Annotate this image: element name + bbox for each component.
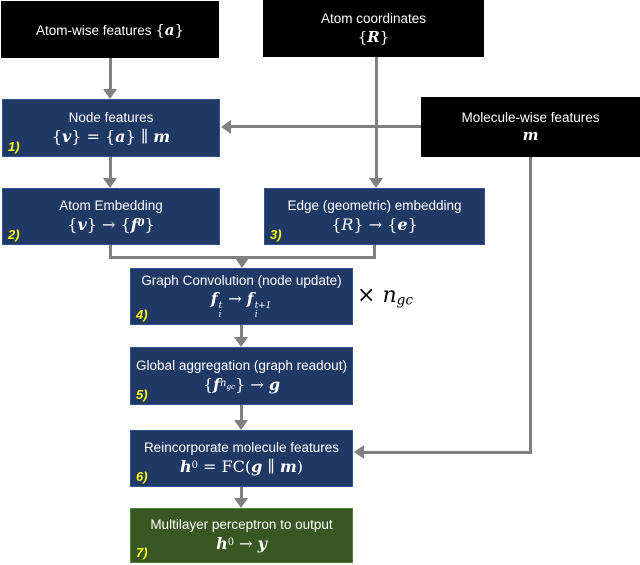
arrow-graphconvolution-to-aggregation-line <box>240 325 243 338</box>
arrow-molecule-to-nodefeatures-head <box>221 120 231 134</box>
arrow-aggregation-to-reincorporate-line <box>240 405 243 421</box>
merge-bracket-left-line <box>109 245 112 259</box>
atom-embedding-title: Atom Embedding <box>59 198 163 214</box>
global-aggregation-formula: {fngc} → g <box>202 374 281 394</box>
edge-embedding-title: Edge (geometric) embedding <box>287 198 462 214</box>
step-number-1: 1) <box>8 139 20 154</box>
arrow-atomfeatures-to-nodefeatures-head <box>103 89 117 99</box>
edge-embedding-formula: {R} → {e} <box>331 215 418 235</box>
node-features-title: Node features <box>68 109 154 125</box>
node-features-formula: {v} = {a} ∥ m <box>51 126 171 146</box>
arrow-graphconvolution-to-aggregation-head <box>234 337 248 347</box>
arrow-atomcoords-to-edgeembedding-head <box>369 178 383 188</box>
molecule-wise-features-formula: m <box>522 126 539 145</box>
gc-repeat-annotation: × ngc <box>357 283 413 309</box>
mlp-output-formula: h0 → y <box>216 534 267 554</box>
step-number-3: 3) <box>270 227 282 242</box>
graph-convolution-title: Graph Convolution (node update) <box>141 272 342 288</box>
mlp-output-box: Multilayer perceptron to output h0 → y 7… <box>130 508 353 563</box>
step-number-7: 7) <box>136 545 148 560</box>
step-number-4: 4) <box>136 307 148 322</box>
arrow-atomcoords-to-edgeembedding-line <box>375 57 378 179</box>
arrow-merge-to-graphconvolution-head <box>235 258 249 268</box>
step-number-6: 6) <box>136 469 148 484</box>
atom-wise-features-label: Atom-wise features {a} <box>35 20 185 39</box>
arrow-nodefeatures-to-atomembedding-line <box>109 157 112 179</box>
arrow-molecule-to-reincorporate-head <box>354 445 364 459</box>
arrow-reincorporate-to-mlp-head <box>234 498 248 508</box>
step-number-2: 2) <box>8 227 20 242</box>
atom-embedding-formula: {v} → {f0} <box>67 215 155 235</box>
mlp-output-title: Multilayer perceptron to output <box>150 517 333 533</box>
arrow-reincorporate-to-mlp-line <box>240 487 243 499</box>
molecule-wise-features-label: Molecule-wise features <box>461 109 600 125</box>
reincorporate-features-formula: h0 = FC(g ∥ m) <box>179 457 304 477</box>
arrow-atomfeatures-to-nodefeatures-line <box>109 58 112 90</box>
merge-bracket-right-line <box>373 245 376 259</box>
atom-coordinates-label: Atom coordinates <box>320 11 427 27</box>
arrow-aggregation-to-reincorporate-head <box>234 420 248 430</box>
arrow-molecule-to-reincorporate-horizontal-line <box>364 451 532 454</box>
reincorporate-features-box: Reincorporate molecule features h0 = FC(… <box>130 430 353 487</box>
edge-embedding-box: Edge (geometric) embedding {R} → {e} 3) <box>264 188 485 245</box>
global-aggregation-box: Global aggregation (graph readout) {fngc… <box>130 347 353 405</box>
atom-embedding-box: Atom Embedding {v} → {f0} 2) <box>2 188 220 245</box>
merge-bracket-horizontal-line <box>109 256 376 259</box>
global-aggregation-title: Global aggregation (graph readout) <box>136 357 347 373</box>
node-features-box: Node features {v} = {a} ∥ m 1) <box>2 99 220 157</box>
atom-wise-features-box: Atom-wise features {a} <box>1 1 219 58</box>
molecule-wise-features-box: Molecule-wise features m <box>421 97 640 157</box>
arrow-molecule-to-nodefeatures-line <box>230 125 421 128</box>
step-number-5: 5) <box>136 387 148 402</box>
atom-coordinates-box: Atom coordinates {R} <box>263 0 484 57</box>
arrow-molecule-to-reincorporate-vertical-line <box>529 157 532 454</box>
arrow-nodefeatures-to-atomembedding-head <box>103 178 117 188</box>
atom-coordinates-formula: {R} <box>357 27 390 46</box>
reincorporate-features-title: Reincorporate molecule features <box>143 440 340 456</box>
